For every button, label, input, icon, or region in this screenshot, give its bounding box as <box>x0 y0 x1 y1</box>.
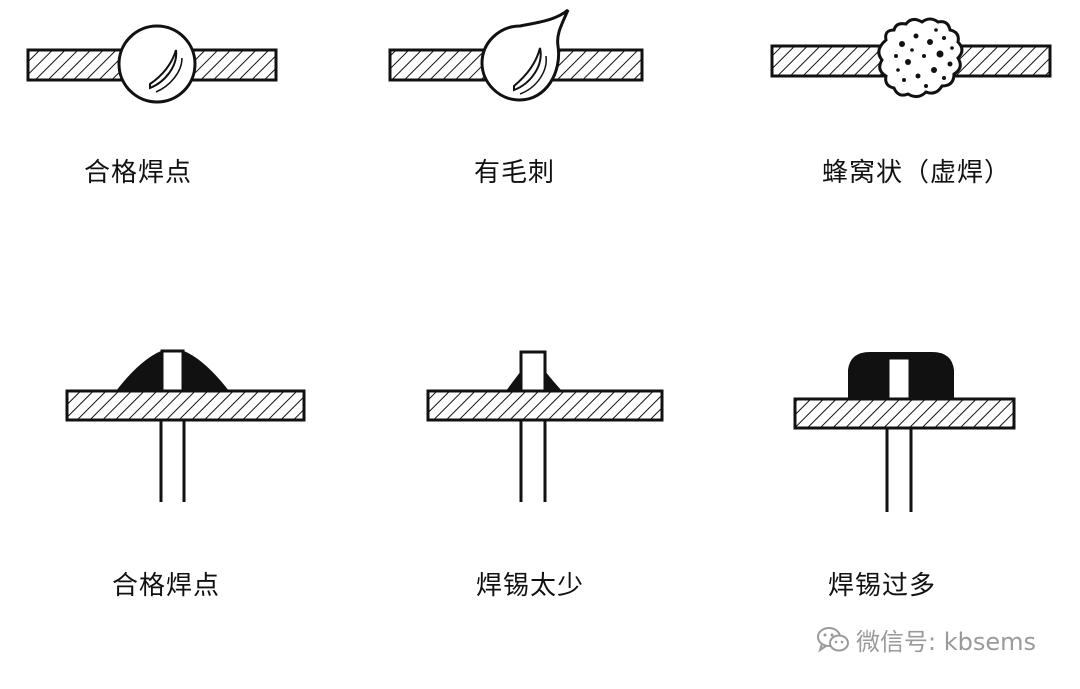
caption-qualified-joint-bottom: 合格焊点 <box>112 571 221 601</box>
component-lead <box>886 356 912 401</box>
caption-too-much-solder: 焊锡过多 <box>828 571 937 601</box>
wechat-icon <box>817 626 849 652</box>
component-lead <box>519 350 547 393</box>
caption-burr: 有毛刺 <box>474 158 556 188</box>
caption-too-little-solder: 焊锡太少 <box>476 571 585 601</box>
caption-honeycomb-cold-joint: 蜂窝状（虚焊） <box>822 158 1012 188</box>
honeycomb-joint-figure <box>770 17 1052 99</box>
too-much-solder-figure <box>793 352 1016 512</box>
burr-joint-figure <box>388 8 644 102</box>
hatched-board <box>65 389 306 422</box>
watermark: 微信号: kbsems <box>816 622 1036 657</box>
caption-qualified-joint-top: 合格焊点 <box>84 158 193 188</box>
solder-ball-with-spike <box>480 8 570 102</box>
hatched-board <box>426 389 664 422</box>
qualified-joint-top-figure <box>26 24 278 104</box>
honeycomb-solder-blob <box>877 17 964 99</box>
watermark-text: 微信号: kbsems <box>856 628 1036 656</box>
hatched-board <box>793 397 1016 430</box>
qualified-joint-bottom-figure <box>65 349 306 502</box>
component-lead <box>160 349 185 393</box>
solder-ball <box>117 24 197 104</box>
too-little-solder-figure <box>426 350 664 502</box>
